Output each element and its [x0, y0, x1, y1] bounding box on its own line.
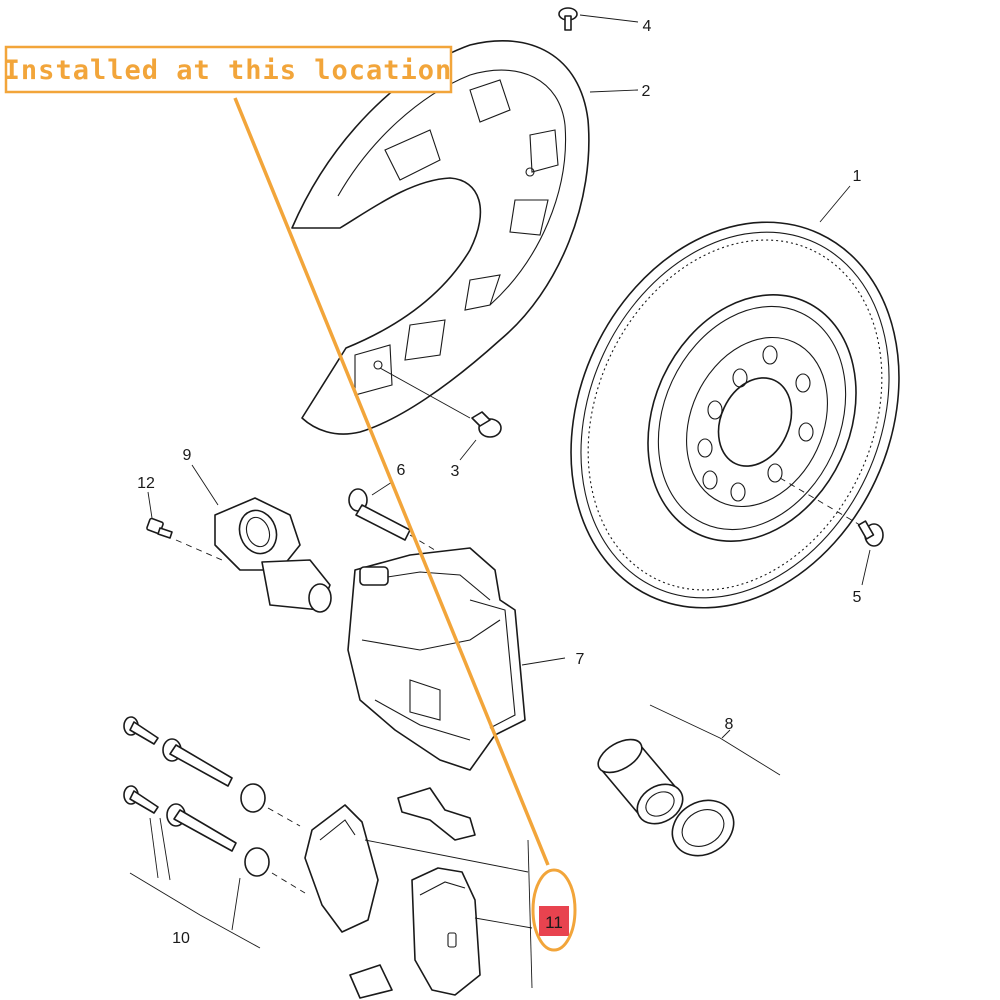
part-label-11: 11	[545, 913, 563, 932]
rotor-retaining-screw	[779, 477, 884, 586]
shield-bolt	[379, 367, 502, 461]
part-label-1: 1	[853, 168, 862, 185]
brake-caliper	[347, 547, 566, 771]
part-label-12: 12	[137, 475, 155, 492]
highlight-marker	[539, 906, 569, 936]
part-label-9: 9	[183, 447, 192, 464]
dust-shield	[291, 40, 590, 435]
part-label-2: 2	[642, 83, 651, 100]
highlight-ellipse	[531, 868, 577, 952]
rotor-bolt-holes	[697, 345, 814, 502]
parking-brake-motor	[191, 464, 332, 613]
piston-seal	[671, 799, 735, 857]
caliper-piston	[597, 738, 684, 825]
callout-text: Installed at this location	[4, 55, 453, 86]
part-label-3: 3	[451, 463, 460, 480]
motor-screw	[146, 491, 223, 561]
part-label-7: 7	[576, 651, 585, 668]
callout-pointer-line	[233, 97, 550, 866]
brake-rotor	[570, 221, 900, 609]
part-label-8: 8	[725, 716, 734, 733]
rotor-screw	[558, 7, 639, 31]
pad-clips	[349, 787, 476, 999]
guide-pin-kit	[123, 716, 306, 949]
caliper-bolt	[348, 481, 439, 553]
part-label-4: 4	[643, 18, 652, 35]
brake-pads	[304, 804, 481, 996]
part-label-6: 6	[397, 462, 406, 479]
callout-box	[4, 45, 453, 94]
part-label-5: 5	[853, 589, 862, 606]
part-label-10: 10	[172, 930, 190, 947]
